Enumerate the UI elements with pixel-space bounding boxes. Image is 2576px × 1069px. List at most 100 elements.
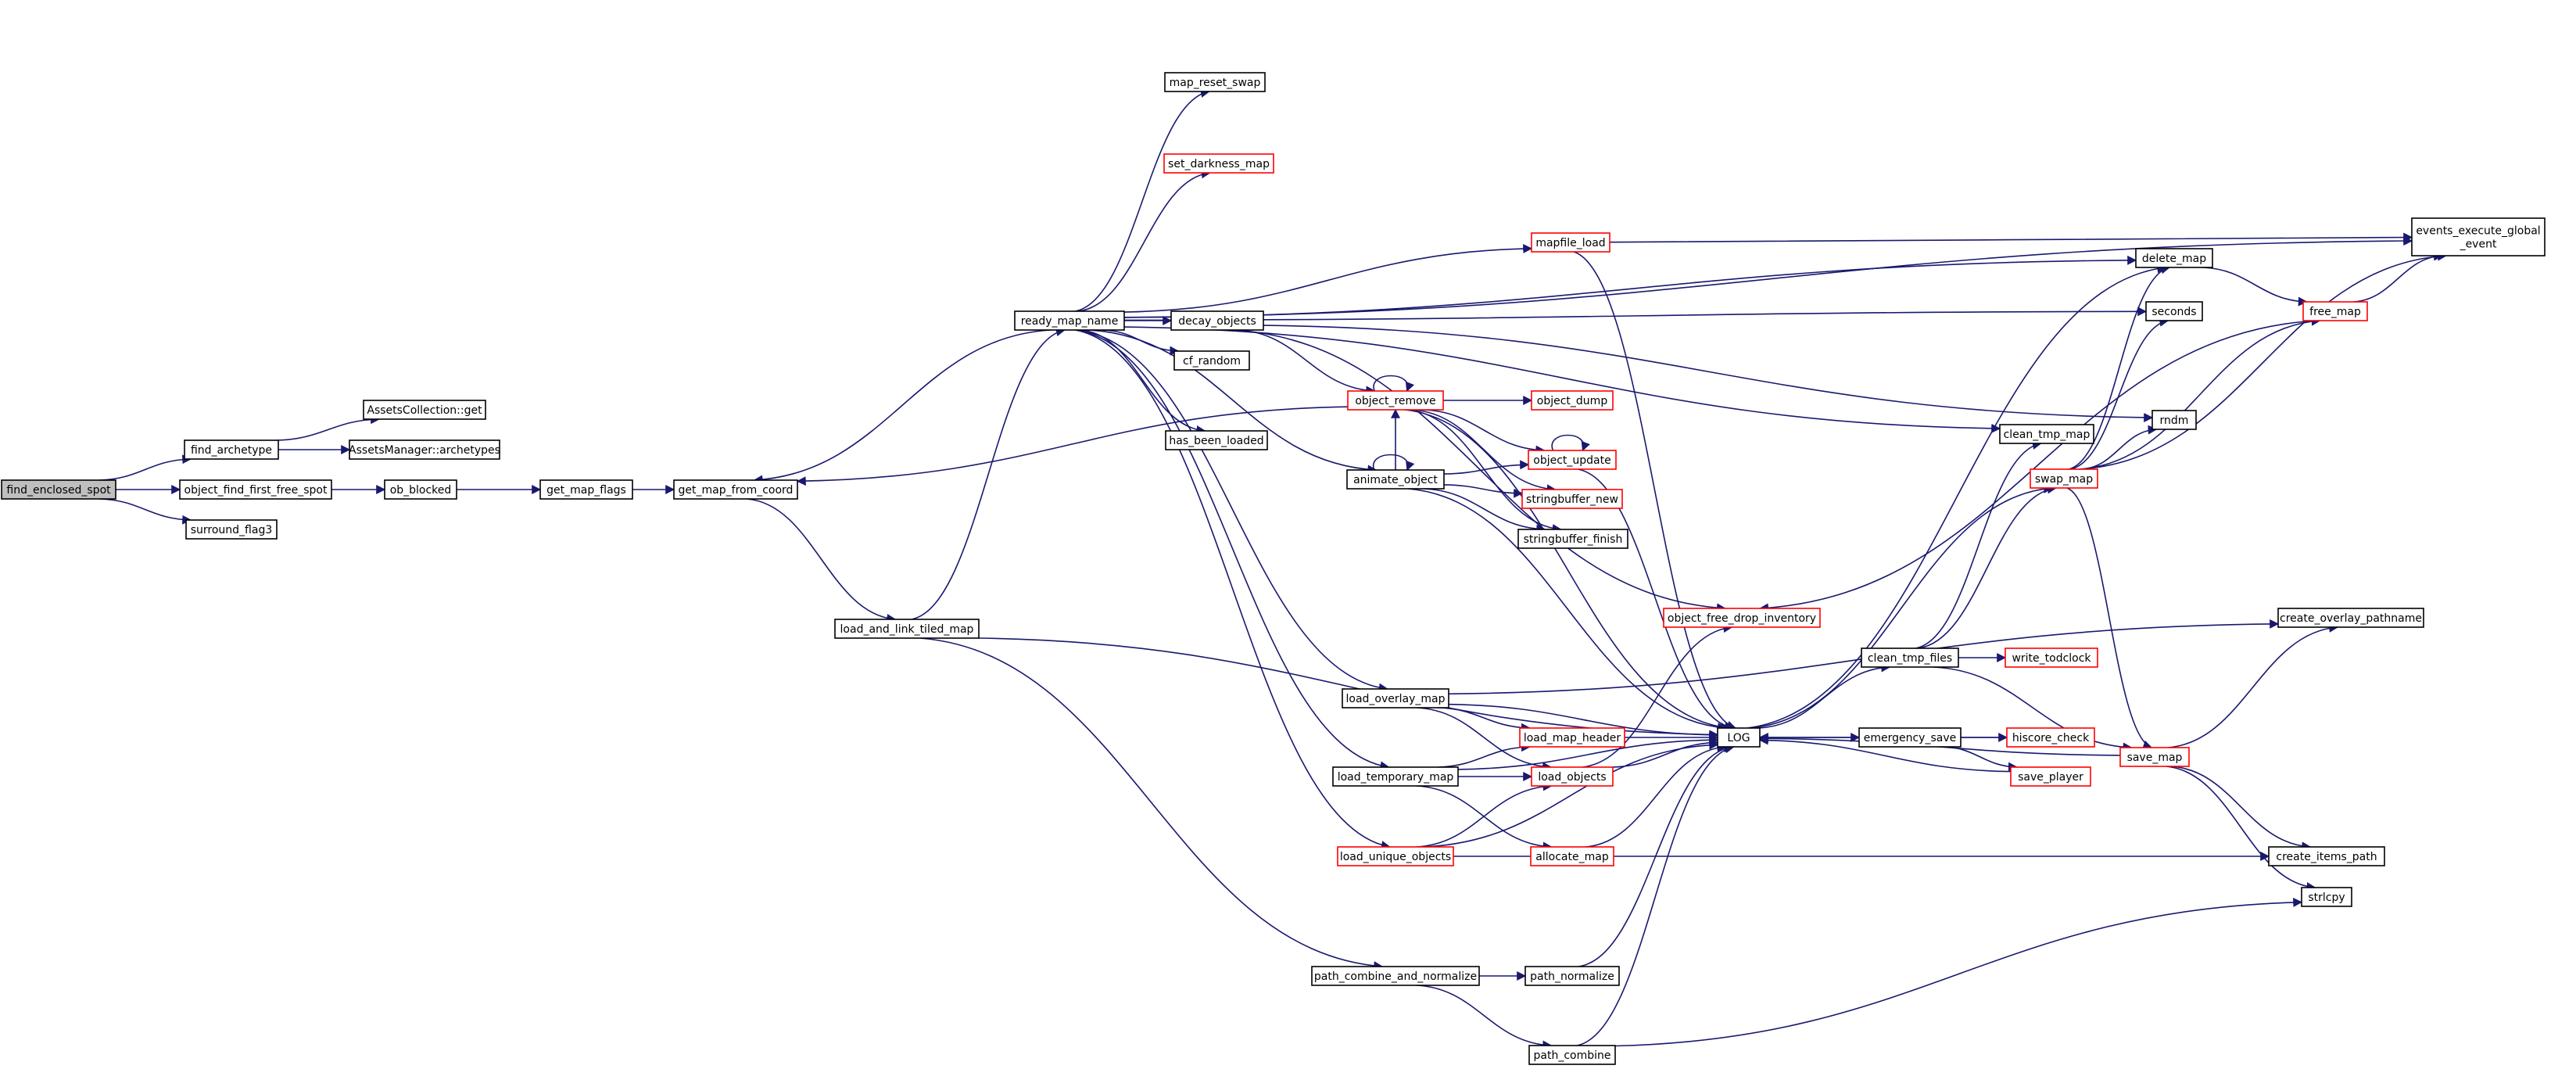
node-mapfile_load[interactable]: mapfile_load [1531,232,1610,253]
node-path_combine[interactable]: path_combine [1528,1045,1616,1065]
node-assets_manager_archetypes[interactable]: AssetsManager::archetypes [349,439,500,460]
node-clean_tmp_files[interactable]: clean_tmp_files [1861,647,1959,668]
edge-swap_map-to-delete_map [2068,264,2171,470]
edge-path_normalize-to-log [1578,743,1733,967]
edge-load_objects-to-object_free_drop_inventory [1582,623,1733,768]
node-find_enclosed_spot[interactable]: find_enclosed_spot [1,479,116,500]
node-label-object_free_drop_inventory: object_free_drop_inventory [1668,612,1816,625]
node-box-get_map_from_coord [673,479,798,500]
edge-object_remove-to-get_map_from_coord [796,406,1349,486]
edge-save_player-to-log [1758,735,2012,773]
node-label-create_items_path: create_items_path [2276,851,2377,863]
node-find_archetype[interactable]: find_archetype [184,439,279,460]
node-has_been_loaded[interactable]: has_been_loaded [1165,430,1268,450]
node-seconds[interactable]: seconds [2145,301,2203,321]
node-box-load_overlay_map [1342,688,1449,708]
edge-object_update-to-log [1578,468,1734,731]
node-create_overlay_pathname[interactable]: create_overlay_pathname [2277,608,2424,628]
node-box-load_objects [1531,766,1614,787]
edge-load_unique_objects-to-log [1422,740,1719,848]
node-box-stringbuffer_finish [1517,529,1628,549]
node-box-find_archetype [184,439,279,460]
node-path_normalize[interactable]: path_normalize [1524,966,1620,986]
node-create_items_path[interactable]: create_items_path [2268,846,2385,866]
edge-clean_tmp_files-to-clean_tmp_map [1915,440,2042,649]
node-label-free_map: free_map [2309,306,2361,318]
node-box-clean_tmp_map [1999,424,2094,444]
node-load_unique_objects[interactable]: load_unique_objects [1337,846,1454,866]
node-map_reset_swap[interactable]: map_reset_swap [1164,72,1266,92]
node-log[interactable]: LOG [1717,727,1761,748]
node-box-load_temporary_map [1332,766,1459,787]
node-events_execute_global_event[interactable]: events_execute_global_event [2411,217,2546,256]
edge-delete_map-to-free_map [2202,267,2308,307]
node-stringbuffer_new[interactable]: stringbuffer_new [1521,489,1623,509]
node-assets_collection_get[interactable]: AssetsCollection::get [363,400,486,420]
node-object_find_first_free_spot[interactable]: object_find_first_free_spot [179,479,332,500]
node-object_remove[interactable]: object_remove [1347,390,1444,411]
node-box-object_free_drop_inventory [1663,608,1821,628]
node-label-rndm: rndm [2160,414,2189,427]
node-get_map_flags[interactable]: get_map_flags [539,479,633,500]
node-box-log [1717,727,1761,748]
edge-mapfile_load-to-events_execute_global_event [1609,232,2413,243]
node-box-set_darkness_map [1163,153,1274,174]
edge-load_temporary_map-to-log [1457,735,1719,770]
node-box-object_dump [1531,390,1614,411]
node-delete_map[interactable]: delete_map [2135,248,2213,268]
edge-animate_object-to-stringbuffer_new [1443,484,1524,498]
node-cf_random[interactable]: cf_random [1173,350,1250,371]
node-object_dump[interactable]: object_dump [1531,390,1614,411]
edge-find_archetype-to-assets_collection_get [277,414,381,441]
node-label-object_dump: object_dump [1537,395,1608,407]
edge-ready_map_name-to-get_map_from_coord [753,329,1052,485]
node-box-cf_random [1173,350,1250,371]
node-emergency_save[interactable]: emergency_save [1858,727,1962,748]
node-box-clean_tmp_files [1861,647,1959,668]
node-load_map_header[interactable]: load_map_header [1519,727,1625,748]
node-box-save_map [2119,747,2190,767]
node-object_free_drop_inventory[interactable]: object_free_drop_inventory [1663,608,1821,628]
node-save_player[interactable]: save_player [2010,766,2091,787]
node-label-decay_objects: decay_objects [1178,315,1256,328]
node-set_darkness_map[interactable]: set_darkness_map [1163,153,1274,174]
node-load_temporary_map[interactable]: load_temporary_map [1332,766,1459,787]
node-decay_objects[interactable]: decay_objects [1170,310,1264,331]
node-clean_tmp_map[interactable]: clean_tmp_map [1999,424,2094,444]
node-box-create_overlay_pathname [2277,608,2424,628]
node-box-stringbuffer_new [1521,489,1623,509]
edge-allocate_map-to-log [1585,742,1727,848]
node-load_and_link_tiled_map[interactable]: load_and_link_tiled_map [834,619,980,639]
node-animate_object[interactable]: animate_object [1346,469,1445,490]
node-label-find_archetype: find_archetype [191,444,272,457]
node-label-strlcpy: strlcpy [2308,891,2345,904]
node-strlcpy[interactable]: strlcpy [2301,887,2352,907]
node-surround_flag3[interactable]: surround_flag3 [185,519,278,540]
node-swap_map[interactable]: swap_map [2030,468,2098,489]
node-get_map_from_coord[interactable]: get_map_from_coord [673,479,798,500]
node-box-object_remove [1347,390,1444,411]
edge-ready_map_name-to-load_temporary_map [1076,329,1390,771]
node-ready_map_name[interactable]: ready_map_name [1014,310,1125,331]
node-label-ob_blocked: ob_blocked [390,484,452,497]
node-box-find_enclosed_spot [1,479,116,500]
node-load_overlay_map[interactable]: load_overlay_map [1342,688,1449,708]
node-label-write_todclock: write_todclock [2012,652,2091,665]
edge-load_overlay_map-to-load_map_header [1438,707,1531,733]
node-object_update[interactable]: object_update [1528,450,1617,470]
node-stringbuffer_finish[interactable]: stringbuffer_finish [1517,529,1628,549]
node-label-assets_manager_archetypes: AssetsManager::archetypes [349,444,500,457]
node-write_todclock[interactable]: write_todclock [2005,647,2098,668]
node-save_map[interactable]: save_map [2119,747,2190,767]
node-ob_blocked[interactable]: ob_blocked [384,479,457,500]
node-label-load_overlay_map: load_overlay_map [1346,693,1446,705]
node-rndm[interactable]: rndm [2151,410,2197,430]
node-hiscore_check[interactable]: hiscore_check [2006,727,2095,748]
edge-load_and_link_tiled_map-to-path_combine_and_normalize [919,637,1384,971]
node-path_combine_and_normalize[interactable]: path_combine_and_normalize [1311,966,1480,986]
node-load_objects[interactable]: load_objects [1531,766,1614,787]
node-free_map[interactable]: free_map [2302,301,2368,321]
node-allocate_map[interactable]: allocate_map [1530,846,1614,866]
node-box-events_execute_global_event [2411,217,2546,256]
node-label-load_and_link_tiled_map: load_and_link_tiled_map [840,623,974,636]
